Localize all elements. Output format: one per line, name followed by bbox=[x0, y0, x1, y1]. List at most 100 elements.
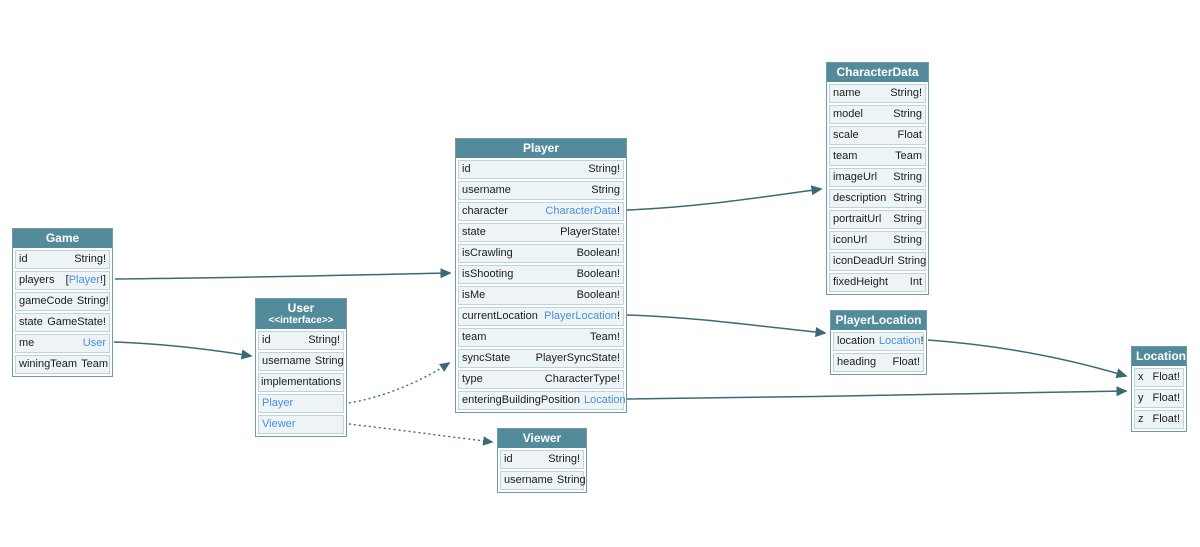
field-name: state bbox=[462, 226, 486, 238]
field-type: Float! bbox=[892, 356, 920, 369]
table-header-game[interactable]: Game bbox=[13, 229, 112, 248]
field-name: imageUrl bbox=[833, 171, 878, 183]
implementation-type-link: Viewer bbox=[262, 418, 296, 430]
field-name: gameCode bbox=[19, 295, 73, 307]
edge-user-player-to-player bbox=[348, 362, 451, 404]
field-name: character bbox=[462, 205, 508, 217]
field-row[interactable]: isShooting Boolean! bbox=[458, 265, 624, 284]
implementations-row[interactable]: implementations bbox=[258, 373, 344, 392]
field-name: id bbox=[462, 163, 471, 175]
field-row[interactable]: players[Player!] bbox=[15, 271, 110, 290]
field-type: String! bbox=[308, 334, 340, 347]
section-label: implementations bbox=[260, 376, 342, 388]
table-header-user[interactable]: User <<interface>> bbox=[256, 299, 346, 329]
field-row[interactable]: imageUrl String bbox=[829, 168, 926, 187]
field-type: Float! bbox=[1152, 413, 1180, 426]
table-header-playerlocation[interactable]: PlayerLocation bbox=[831, 311, 926, 330]
field-type: Int bbox=[910, 276, 922, 289]
type-text: Team! bbox=[590, 331, 620, 343]
field-name: enteringBuildingPosition bbox=[462, 394, 581, 406]
type-text: String bbox=[893, 171, 922, 183]
edge-player-currentlocation-to-playerlocation bbox=[626, 314, 827, 338]
field-row[interactable]: Viewer bbox=[258, 415, 344, 434]
type-text: PlayerSyncState! bbox=[535, 352, 620, 364]
field-name: iconDeadUrl bbox=[833, 255, 894, 267]
field-row[interactable]: me User bbox=[15, 334, 110, 353]
field-row[interactable]: Player bbox=[258, 394, 344, 413]
field-type: CharacterType! bbox=[545, 373, 620, 386]
field-type: Float bbox=[898, 129, 922, 142]
field-name: isShooting bbox=[462, 268, 514, 280]
type-text: String! bbox=[76, 295, 109, 307]
implementation-type-link: Player bbox=[262, 397, 294, 409]
table-header-viewer[interactable]: Viewer bbox=[498, 429, 586, 448]
type-link: Player bbox=[68, 274, 100, 286]
table-header-location[interactable]: Location bbox=[1132, 347, 1186, 366]
field-type: PlayerLocation! bbox=[544, 310, 620, 323]
type-text: Int bbox=[909, 276, 922, 288]
type-text: Team bbox=[81, 358, 108, 370]
type-link: Location bbox=[584, 394, 626, 406]
field-name: state bbox=[19, 316, 43, 328]
field-type: Boolean! bbox=[577, 268, 620, 281]
type-text: String bbox=[893, 192, 922, 204]
field-type: String bbox=[893, 213, 922, 226]
field-name: me bbox=[19, 337, 35, 349]
type-text: String bbox=[893, 108, 922, 120]
field-name: portraitUrl bbox=[833, 213, 882, 225]
table-title: User bbox=[287, 301, 315, 315]
type-text: String bbox=[591, 184, 620, 196]
field-type: String! bbox=[74, 253, 106, 266]
field-type: String! bbox=[890, 87, 922, 100]
field-type: PlayerSyncState! bbox=[536, 352, 620, 365]
type-suffix: ! bbox=[616, 205, 620, 217]
table-header-characterdata[interactable]: CharacterData bbox=[827, 63, 928, 82]
field-row[interactable]: portraitUrl String bbox=[829, 210, 926, 229]
field-type: User bbox=[83, 337, 106, 350]
field-type: Team bbox=[81, 358, 108, 371]
field-type: String bbox=[893, 192, 922, 205]
type-text: GameState! bbox=[47, 316, 106, 328]
field-row[interactable]: state GameState! bbox=[15, 313, 110, 332]
edge-game-players-to-player bbox=[114, 268, 452, 280]
field-type: String bbox=[591, 184, 620, 197]
interface-stereotype-label: <<interface>> bbox=[268, 315, 334, 326]
field-type: String! bbox=[548, 453, 580, 466]
table-header-player[interactable]: Player bbox=[456, 139, 626, 158]
